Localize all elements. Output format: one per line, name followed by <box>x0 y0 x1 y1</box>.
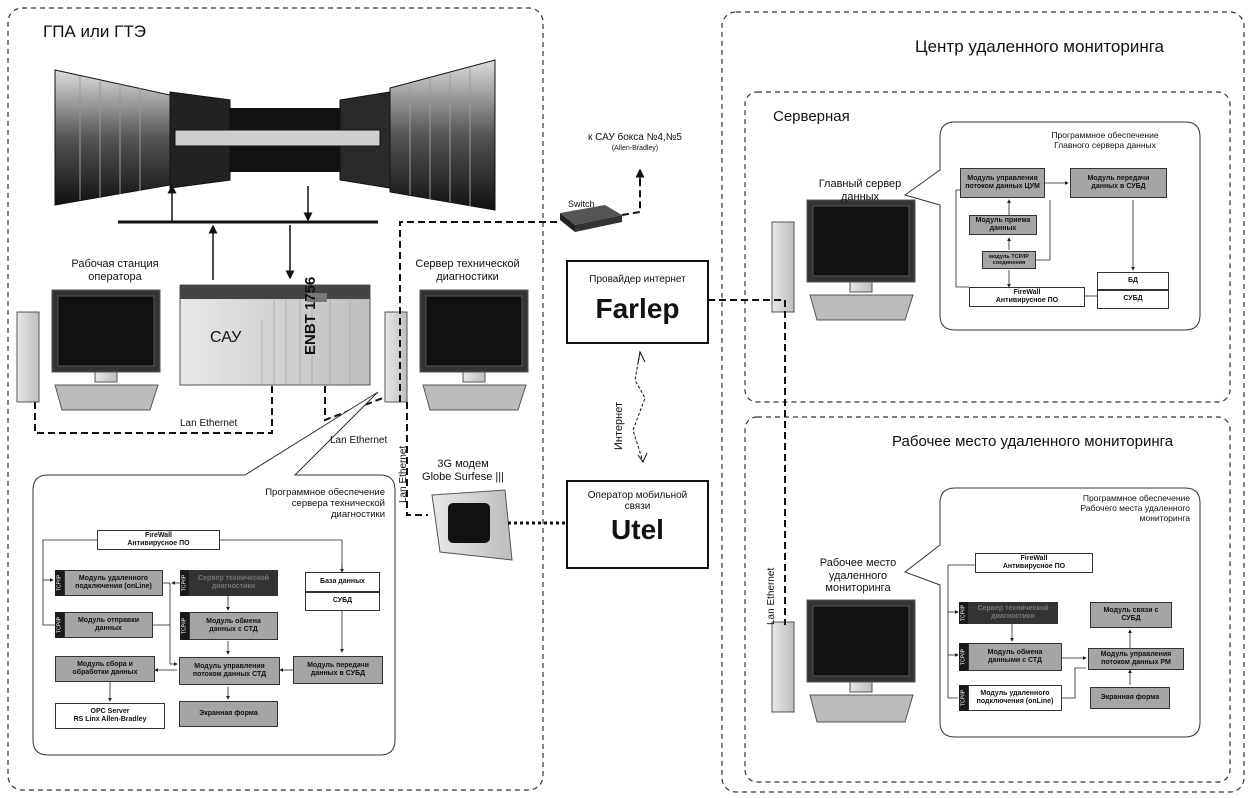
switch-label: Switch <box>568 199 595 209</box>
server-room-frame <box>744 91 1231 403</box>
left-collect-box: Модуль сбора и обработки данных <box>55 656 155 682</box>
tcp-badge: TCP/IP <box>959 602 968 624</box>
left-opc-box: OPC Server RS Linx Allen-Bradley <box>55 703 165 729</box>
server-flow-box: Модуль управления потоком данных ЦУМ <box>960 168 1045 198</box>
server-firewall-box: FireWall Антивирусное ПО <box>969 287 1085 307</box>
left-diag-dark-box: Сервер технической диагностики <box>189 570 278 596</box>
server-room-title: Серверная <box>773 108 850 125</box>
main-server-computer <box>771 199 916 321</box>
tcp-badge: TCP/IP <box>55 612 64 638</box>
tcp-badge: TCP/IP <box>959 685 968 711</box>
lan-label-1: Lan Ethernet <box>180 418 238 429</box>
lan-label-2: Lan Ethernet <box>330 435 388 446</box>
lan-label-3: Lan Ethernet <box>398 445 409 503</box>
operator-box: Оператор мобильной связи Utel <box>566 480 709 569</box>
modem-label: 3G модем Globe Surfese ||| <box>422 458 504 483</box>
provider-title: Провайдер интернет <box>589 274 686 285</box>
operator-name: Utel <box>611 514 664 545</box>
provider-box: Провайдер интернет Farlep <box>566 260 709 344</box>
left-remote-box: Модуль удаленного подключения (onLine) <box>64 570 163 596</box>
tcp-badge: TCP/IP <box>55 570 64 596</box>
right-panel-title: Центр удаленного мониторинга <box>915 37 1164 56</box>
workplace-firewall-box: FireWall Антивирусное ПО <box>975 553 1093 573</box>
left-flow-box: Модуль управления потоком данных СТД <box>179 657 280 685</box>
right-lan-label: Lan Ethernet <box>766 567 777 625</box>
workstation-label: Рабочая станция оператора <box>71 258 159 283</box>
right-panel-frame <box>721 11 1245 793</box>
server-receive-box: Модуль приема данных <box>969 215 1037 235</box>
provider-name: Farlep <box>595 293 680 324</box>
workplace-computer <box>771 599 916 723</box>
workplace-flow-box: Модуль управления потоком данных РМ <box>1088 648 1184 670</box>
left-firewall-box: FireWall Антивирусное ПО <box>97 530 220 550</box>
workplace-software-title: Программное обеспечение Рабочего места у… <box>1080 493 1191 523</box>
workplace-link-box: Модуль связи с СУБД <box>1090 602 1172 628</box>
workstation-computer <box>16 289 161 411</box>
left-db-box: База данных <box>305 572 380 592</box>
cau-label: САУ <box>210 329 242 346</box>
left-panel-frame <box>7 7 544 791</box>
tcp-badge: TCP/IP <box>959 643 968 671</box>
internet-label: Интернет <box>613 402 625 450</box>
server-tcp-box: модуль TCP/IP соединения <box>982 251 1036 269</box>
operator-title: Оператор мобильной связи <box>587 490 688 512</box>
tcp-badge: TCP/IP <box>180 612 189 640</box>
server-software-title: Программное обеспечение Главного сервера… <box>1051 130 1159 150</box>
modem-device <box>431 489 513 561</box>
server-transfer-box: Модуль передачи данных в СУБД <box>1070 168 1167 198</box>
diag-server-computer <box>384 289 529 411</box>
left-dbms-box: СУБД <box>305 592 380 611</box>
workplace-exchange-box: Модуль обмена данными с СТД <box>968 643 1062 671</box>
cau-rack <box>179 284 371 386</box>
switch-device <box>560 205 622 232</box>
diag-server-label: Сервер технической диагностики <box>415 258 520 283</box>
tcp-badge: TCP/IP <box>180 570 189 596</box>
workplace-screen-box: Экранная форма <box>1090 687 1170 709</box>
server-db-box: БД <box>1097 272 1169 290</box>
workplace-title: Рабочее место удаленного мониторинга <box>892 433 1174 450</box>
left-transfer-box: Модуль передачи данных в СУБД <box>293 656 383 684</box>
workplace-label: Рабочее место удаленного мониторинга <box>819 557 897 595</box>
cau-box-label: к САУ бокса №4,№5 <box>588 132 682 143</box>
turbine-graphic <box>54 59 496 211</box>
left-software-title: Программное обеспечение сервера техничес… <box>265 487 385 520</box>
left-send-box: Модуль отправки данных <box>64 612 153 638</box>
workplace-remote-box: Модуль удаленного подключения (onLine) <box>968 685 1062 711</box>
main-server-label: Главный сервер данных <box>818 178 902 203</box>
enbt-label: ENBT 1756 <box>302 276 319 355</box>
left-panel-title: ГПА или ГТЭ <box>43 22 146 41</box>
left-exchange-box: Модуль обмена данных с СТД <box>189 612 278 640</box>
workplace-diag-dark-box: Сервер технической диагностики <box>968 602 1058 624</box>
left-screen-box: Экранная форма <box>179 701 278 727</box>
cau-box-sub: (Allen-Bradley) <box>611 145 659 152</box>
workplace-frame <box>744 416 1231 783</box>
server-dbms-box: СУБД <box>1097 290 1169 309</box>
